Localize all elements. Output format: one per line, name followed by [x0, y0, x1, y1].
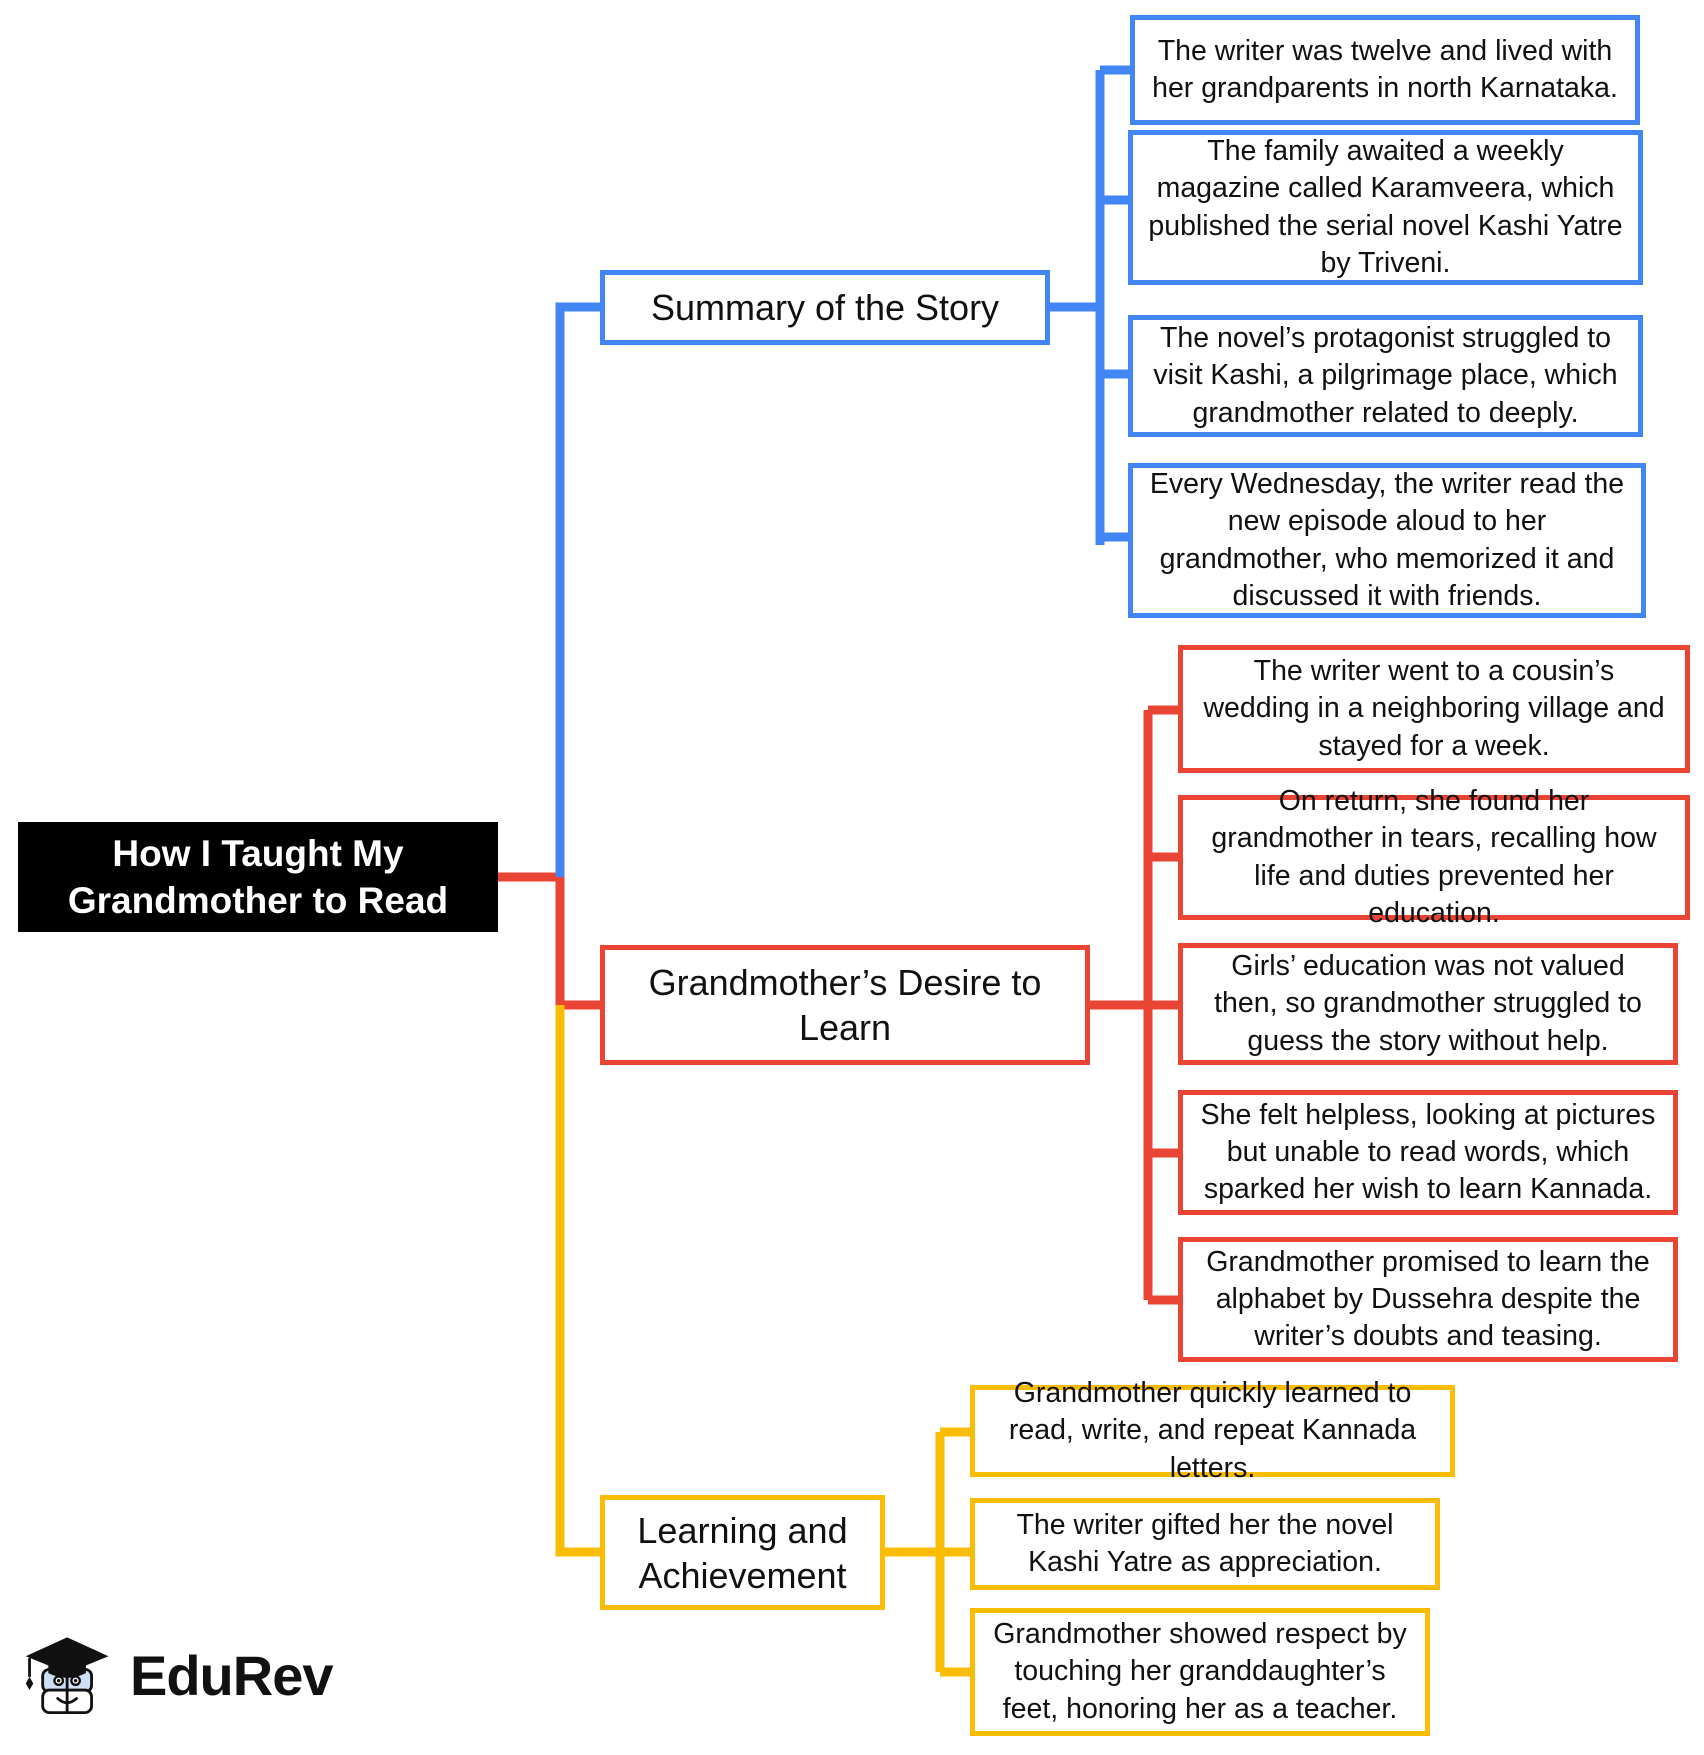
- graduation-cap-book-icon: [25, 1637, 109, 1715]
- leaf-node-desire-2-text: On return, she found her grandmother in …: [1211, 785, 1657, 929]
- branch-node-learning-label: Learning and Achievement: [637, 1509, 848, 1596]
- leaf-node-learning-2-text: The writer gifted her the novel Kashi Ya…: [1016, 1508, 1394, 1578]
- leaf-node-learning-3-text: Grandmother showed respect by touching h…: [993, 1618, 1407, 1725]
- leaf-node-learning-3[interactable]: Grandmother showed respect by touching h…: [970, 1608, 1430, 1736]
- leaf-node-learning-2[interactable]: The writer gifted her the novel Kashi Ya…: [970, 1498, 1440, 1590]
- leaf-node-desire-5[interactable]: Grandmother promised to learn the alphab…: [1178, 1237, 1678, 1362]
- leaf-node-learning-1[interactable]: Grandmother quickly learned to read, wri…: [970, 1377, 1455, 1484]
- leaf-node-desire-1[interactable]: The writer went to a cousin’s wedding in…: [1178, 645, 1690, 773]
- leaf-node-summary-1-text: The writer was twelve and lived with her…: [1152, 34, 1618, 104]
- leaf-node-summary-1[interactable]: The writer was twelve and lived with her…: [1130, 15, 1640, 125]
- root-node[interactable]: How I Taught My Grandmother to Read: [18, 822, 498, 932]
- edurev-logo-text: EduRev: [130, 1643, 333, 1707]
- leaf-node-desire-3-text: Girls’ education was not valued then, so…: [1214, 950, 1642, 1057]
- root-node-label: How I Taught My Grandmother to Read: [67, 832, 449, 921]
- leaf-node-desire-2[interactable]: On return, she found her grandmother in …: [1178, 785, 1690, 929]
- leaf-node-desire-4-text: She felt helpless, looking at pictures b…: [1200, 1098, 1656, 1206]
- edurev-logo: EduRev: [22, 1620, 352, 1730]
- leaf-node-summary-4-text: Every Wednesday, the writer read the new…: [1149, 468, 1625, 612]
- branch-node-summary-label: Summary of the Story: [650, 287, 1000, 328]
- leaf-node-summary-3-text: The novel’s protagonist struggled to vis…: [1153, 322, 1618, 429]
- leaf-node-summary-2[interactable]: The family awaited a weekly magazine cal…: [1128, 130, 1643, 285]
- leaf-node-desire-4[interactable]: She felt helpless, looking at pictures b…: [1178, 1090, 1678, 1215]
- leaf-node-summary-4[interactable]: Every Wednesday, the writer read the new…: [1128, 463, 1646, 618]
- branch-node-summary[interactable]: Summary of the Story: [600, 270, 1050, 345]
- leaf-node-desire-5-text: Grandmother promised to learn the alphab…: [1206, 1245, 1650, 1353]
- leaf-node-summary-3[interactable]: The novel’s protagonist struggled to vis…: [1128, 315, 1643, 437]
- leaf-node-learning-1-text: Grandmother quickly learned to read, wri…: [1008, 1377, 1417, 1484]
- leaf-node-summary-2-text: The family awaited a weekly magazine cal…: [1148, 135, 1623, 279]
- branch-node-desire[interactable]: Grandmother’s Desire to Learn: [600, 945, 1090, 1065]
- branch-node-desire-label: Grandmother’s Desire to Learn: [648, 962, 1042, 1048]
- leaf-node-desire-3[interactable]: Girls’ education was not valued then, so…: [1178, 943, 1678, 1065]
- branch-node-learning[interactable]: Learning and Achievement: [600, 1495, 885, 1610]
- leaf-node-desire-1-text: The writer went to a cousin’s wedding in…: [1203, 655, 1665, 762]
